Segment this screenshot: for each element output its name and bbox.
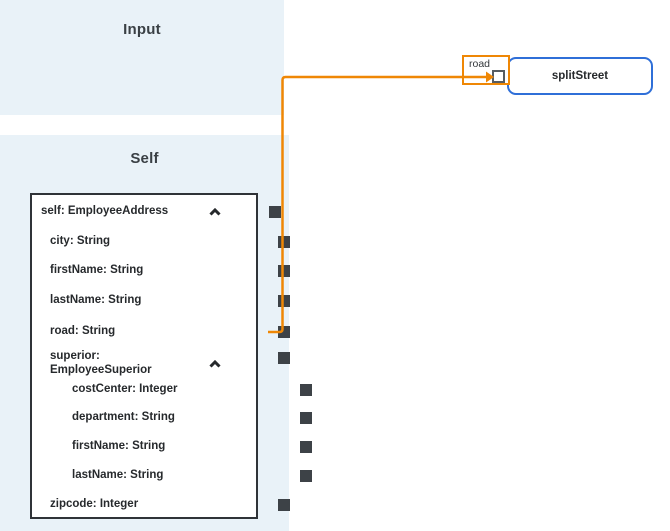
tree-row-label: superior: EmployeeSuperior — [50, 350, 152, 376]
function-input-port-label: road — [469, 58, 491, 70]
panel-self-title: Self — [130, 150, 159, 167]
tree-row-label: road: String — [50, 325, 116, 338]
tree-row-label: self: EmployeeAddress — [41, 205, 169, 218]
tree-row-zipcode[interactable]: zipcode: Integer — [32, 493, 290, 517]
port-superior-firstname[interactable] — [300, 441, 312, 453]
port-lastname[interactable] — [278, 295, 290, 307]
tree-row-label: department: String — [72, 411, 175, 424]
port-costcenter[interactable] — [300, 384, 312, 396]
port-firstname[interactable] — [278, 265, 290, 277]
function-input-port[interactable] — [492, 70, 505, 83]
port-superior[interactable] — [278, 352, 290, 364]
tree-row-label: firstName: String — [72, 440, 166, 453]
connection-wire[interactable] — [268, 75, 486, 334]
tree-row-label: firstName: String — [50, 264, 144, 277]
panel-input: Input — [0, 0, 284, 115]
port-superior-lastname[interactable] — [300, 470, 312, 482]
tree-row-self-employeeaddress[interactable]: self: EmployeeAddress — [32, 200, 281, 224]
tree-row-label: costCenter: Integer — [72, 383, 178, 396]
tree-row-label: zipcode: Integer — [50, 498, 139, 511]
port-self-employeeaddress[interactable] — [269, 206, 281, 218]
tree-row-superior[interactable]: superior: EmployeeSuperior — [32, 344, 290, 384]
port-zipcode[interactable] — [278, 499, 290, 511]
port-city[interactable] — [278, 236, 290, 248]
tree-row-superior-firstname[interactable]: firstName: String — [32, 435, 312, 459]
panel-input-title: Input — [123, 21, 161, 38]
collapse-icon[interactable] — [208, 207, 222, 217]
tree-row-label: lastName: String — [72, 469, 164, 482]
collapse-icon[interactable] — [208, 359, 222, 369]
tree-row-department[interactable]: department: String — [32, 406, 312, 430]
tree-row-costcenter[interactable]: costCenter: Integer — [32, 378, 312, 402]
tree-row-label: city: String — [50, 235, 111, 248]
tree-row-superior-lastname[interactable]: lastName: String — [32, 464, 312, 488]
tree-row-road[interactable]: road: String — [32, 320, 290, 344]
source-structure-box: self: EmployeeAddress city: String first… — [30, 193, 312, 519]
function-node-splitstreet[interactable]: splitStreet — [507, 57, 653, 95]
function-node-label: splitStreet — [551, 70, 609, 82]
port-road[interactable] — [278, 326, 290, 338]
tree-row-lastname[interactable]: lastName: String — [32, 289, 290, 313]
tree-row-firstname[interactable]: firstName: String — [32, 259, 290, 283]
tree-row-label: lastName: String — [50, 294, 142, 307]
port-department[interactable] — [300, 412, 312, 424]
tree-row-city[interactable]: city: String — [32, 230, 290, 254]
